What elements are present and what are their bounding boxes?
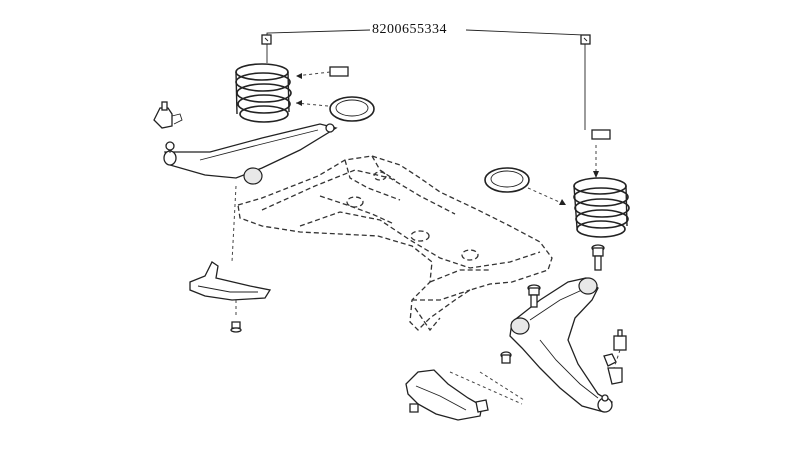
right-coil-spring [573, 177, 630, 238]
left-bolt-hardware [153, 101, 183, 129]
right-spring-seat [484, 167, 567, 206]
right-lower-control-arm [509, 277, 613, 413]
part-number-callout-lines [266, 29, 597, 175]
spring-marker-box-right [591, 129, 611, 178]
left-lower-arm [163, 123, 338, 185]
callout-tag-right [580, 34, 591, 45]
left-heat-shield [189, 185, 272, 333]
part-number-label: 8200655334 [372, 22, 447, 37]
left-coil-spring [235, 63, 292, 123]
right-bushing-bracket [603, 329, 627, 385]
right-spring-bolt [591, 244, 605, 271]
front-subframe [237, 155, 553, 332]
right-arm-bolt-upper [527, 284, 541, 308]
spring-marker-box-left [295, 66, 349, 79]
right-underbody-shield [405, 369, 525, 421]
right-arm-bolt-lower [500, 351, 512, 364]
callout-tag-left [261, 34, 272, 45]
left-spring-seat [295, 96, 375, 122]
